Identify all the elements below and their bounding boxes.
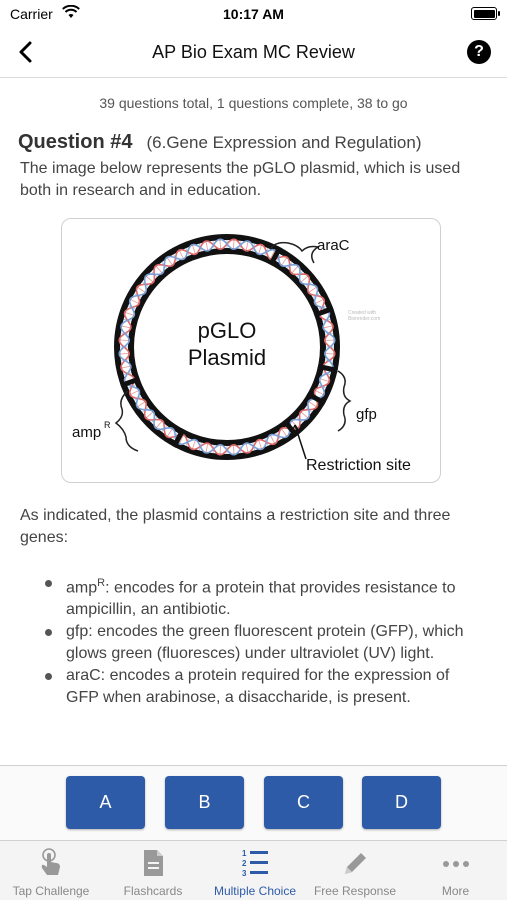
plasmid-figure: araC gfp amp R Restriction site pGLO Pla… <box>61 218 441 483</box>
more-dots-icon <box>442 861 469 867</box>
label-amp: amp <box>72 424 101 441</box>
tab-label: Tap Challenge <box>12 884 90 898</box>
answer-button-d[interactable]: D <box>362 776 441 829</box>
watermark-line1: Created with <box>348 310 376 316</box>
bullet-superscript: R <box>97 577 106 589</box>
arac-bracket <box>269 241 321 264</box>
answer-button-a[interactable]: A <box>66 776 145 829</box>
tab-tap-challenge[interactable]: Tap Challenge <box>0 841 102 900</box>
carrier-label: Carrier <box>10 6 53 22</box>
bullet-text: gfp: encodes the green fluorescent prote… <box>66 623 464 663</box>
tab-bar: Tap Challenge Flashcards 1 2 3 Multiple … <box>0 840 507 900</box>
question-text: The image below represents the pGLO plas… <box>20 160 461 199</box>
navigation-bar: AP Bio Exam MC Review ? <box>0 28 507 78</box>
tap-hand-icon <box>41 848 60 875</box>
amp-bracket <box>114 390 139 452</box>
battery-icon <box>471 7 500 20</box>
tab-label: More <box>441 884 470 898</box>
back-chevron-icon[interactable] <box>12 38 40 66</box>
question-header: Question #4 (6.Gene Expression and Regula… <box>18 131 421 154</box>
list-item-gfp: gfp: encodes the green fluorescent prote… <box>40 621 480 665</box>
wifi-icon <box>62 5 80 18</box>
tab-label: Flashcards <box>123 884 183 898</box>
restriction-arrow <box>294 424 307 460</box>
tab-label: Free Response <box>313 884 397 898</box>
svg-text:3: 3 <box>242 869 247 878</box>
svg-text:2: 2 <box>242 859 247 868</box>
plasmid-name-line2: Plasmid <box>188 345 266 370</box>
question-number: Question #4 <box>18 131 133 153</box>
numbered-list-icon: 1 2 3 <box>242 849 268 878</box>
pencil-icon <box>345 853 366 874</box>
tab-multiple-choice[interactable]: 1 2 3 Multiple Choice <box>204 841 306 900</box>
body-text: As indicated, the plasmid contains a res… <box>20 507 451 546</box>
help-icon[interactable]: ? <box>467 40 491 64</box>
label-arac: araC <box>317 237 350 254</box>
bullet-prefix: amp <box>66 579 98 597</box>
label-restriction-site: Restriction site <box>306 457 411 474</box>
dna-ring <box>114 234 340 460</box>
tab-more[interactable]: More <box>404 841 507 900</box>
flashcard-icon <box>144 850 163 876</box>
page-title: AP Bio Exam MC Review <box>152 42 355 62</box>
answer-button-c[interactable]: C <box>264 776 343 829</box>
progress-summary: 39 questions total, 1 questions complete… <box>99 95 408 111</box>
answer-bar: A B C D <box>0 765 507 840</box>
label-amp-superscript: R <box>104 420 111 430</box>
tab-flashcards[interactable]: Flashcards <box>102 841 204 900</box>
tab-label: Multiple Choice <box>213 884 297 898</box>
list-item-arac: araC: encodes a protein required for the… <box>40 665 480 709</box>
answer-button-b[interactable]: B <box>165 776 244 829</box>
status-bar: Carrier 10:17 AM <box>0 0 507 28</box>
svg-text:1: 1 <box>242 849 247 858</box>
plasmid-name-line1: pGLO <box>198 318 257 343</box>
plasmid-diagram: araC gfp amp R Restriction site pGLO Pla… <box>72 234 411 474</box>
bullet-text: araC: encodes a protein required for the… <box>66 667 450 707</box>
question-topic: (6.Gene Expression and Regulation) <box>146 133 422 152</box>
gene-list: ampR: encodes for a protein that provide… <box>40 572 480 709</box>
clock: 10:17 AM <box>223 6 284 22</box>
gfp-bracket <box>337 370 352 432</box>
restriction-arrowhead <box>290 424 301 435</box>
list-item-amp: ampR: encodes for a protein that provide… <box>40 572 480 621</box>
watermark-line2: Biorender.com <box>348 316 380 322</box>
bullet-text: : encodes for a protein that provides re… <box>66 579 456 619</box>
label-gfp: gfp <box>356 406 377 423</box>
tab-free-response[interactable]: Free Response <box>306 841 404 900</box>
